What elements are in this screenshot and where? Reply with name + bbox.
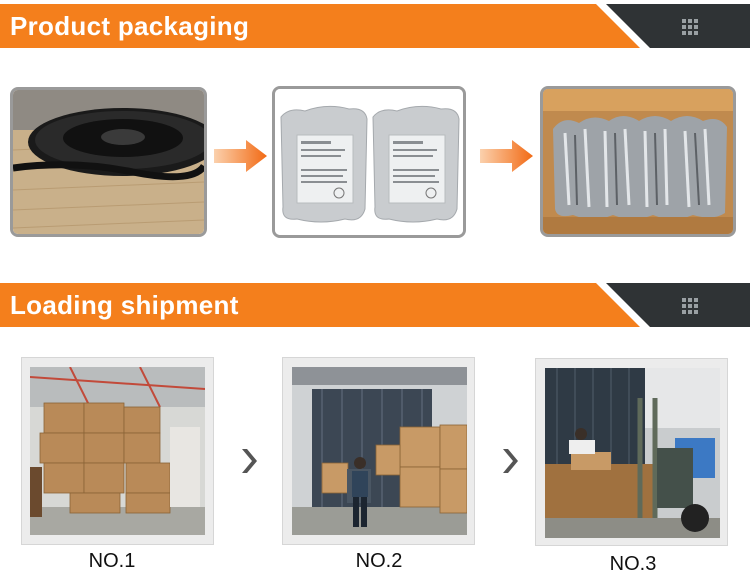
step-caption: NO.2 <box>355 550 403 572</box>
step-caption: NO.1 <box>88 550 136 572</box>
warehouse-photo <box>30 367 205 535</box>
antistatic-bags-photo <box>272 86 466 238</box>
section-title: Loading shipment <box>10 290 239 320</box>
forklift-loading-photo-frame <box>535 358 728 546</box>
tape-reel-photo <box>10 87 207 237</box>
section-banner-shipment: Loading shipment <box>0 283 750 327</box>
carton-box-photo <box>540 86 736 237</box>
step-caption: NO.3 <box>609 553 657 575</box>
container-loading-photo <box>292 367 467 535</box>
forklift-loading-photo <box>545 368 720 538</box>
section-title: Product packaging <box>10 11 250 41</box>
chevron-right-icon <box>503 449 518 473</box>
arrow-right-icon <box>214 140 267 172</box>
arrow-right-icon <box>480 140 533 172</box>
grid-icon <box>682 19 698 35</box>
chevron-right-icon <box>242 449 257 473</box>
container-loading-photo-frame <box>282 357 475 545</box>
section-banner-packaging: Product packaging <box>0 4 750 48</box>
grid-icon <box>682 298 698 314</box>
warehouse-photo-frame <box>21 357 214 545</box>
